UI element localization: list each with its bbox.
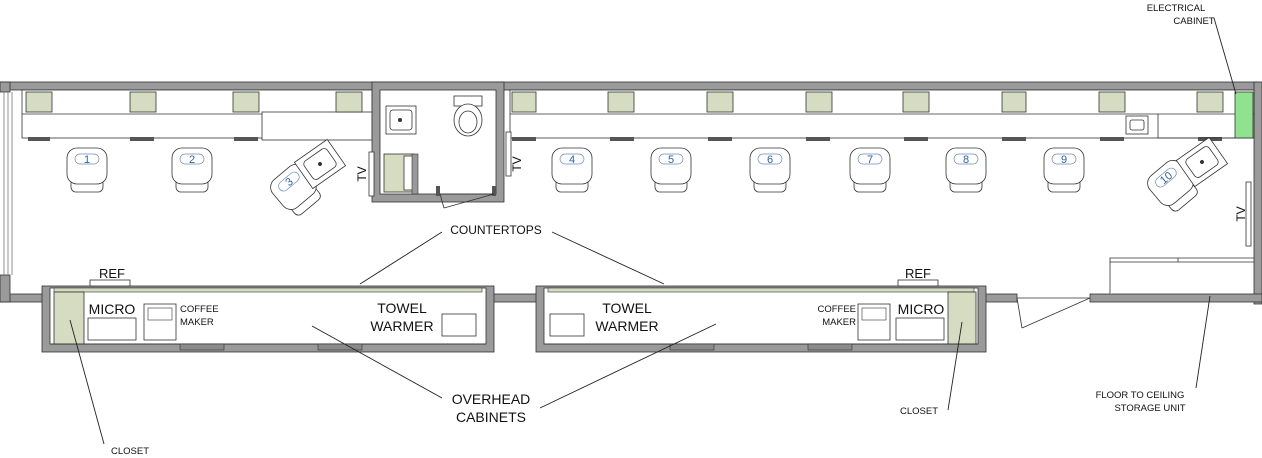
towel-right-box — [549, 313, 585, 337]
corner-sink-right — [1175, 136, 1229, 188]
seat-10: 10 — [1147, 159, 1198, 212]
galley-right — [535, 279, 987, 353]
closet-right-label: CLOSET — [900, 406, 938, 417]
coffee-left-box — [143, 303, 177, 341]
towel-right-label-1: TOWEL — [602, 300, 652, 316]
closet-left-label: CLOSET — [111, 446, 149, 457]
top-counter-left — [21, 89, 373, 141]
seat-8: 8 — [945, 147, 987, 193]
tv-label-2: TV — [510, 156, 524, 171]
ref-right-box — [897, 279, 939, 287]
seat-number-4: 4 — [569, 154, 575, 166]
right-small-sink — [1125, 115, 1149, 135]
ref-left-box — [89, 279, 131, 287]
left-wall-top — [0, 81, 11, 93]
overhead-label-2: CABINETS — [456, 409, 526, 425]
restroom-door — [439, 193, 495, 209]
towel-left-label-2: WARMER — [370, 318, 433, 334]
coffee-right-label-2: MAKER — [822, 317, 856, 328]
tv-label-1: TV — [355, 166, 369, 181]
toilet-icon — [453, 95, 483, 137]
seat-5: 5 — [650, 147, 692, 193]
storage-unit — [1109, 257, 1254, 294]
storage-label-1: FLOOR TO CEILING — [1096, 390, 1185, 401]
seat-number-2: 2 — [189, 154, 195, 166]
seat-4: 4 — [551, 147, 593, 193]
towel-left-box — [441, 313, 477, 337]
towel-right-label-2: WARMER — [595, 318, 658, 334]
leader-lines — [69, 17, 1237, 445]
seat-number-5: 5 — [668, 154, 674, 166]
micro-right-box — [895, 317, 945, 341]
seat-number-9: 9 — [1061, 154, 1067, 166]
closet-right-box — [947, 291, 977, 345]
ref-right-label: REF — [905, 266, 931, 281]
seat-1: 1 — [66, 147, 108, 193]
tv-panels — [368, 131, 1252, 247]
micro-left-box — [87, 317, 137, 341]
overhead-label-1: OVERHEAD — [452, 391, 531, 407]
left-wall-bottom — [0, 274, 11, 303]
countertops-label: COUNTERTOPS — [450, 223, 542, 237]
electrical-label-2: CABINET — [1173, 16, 1214, 27]
electrical-label-1: ELECTRICAL — [1147, 3, 1206, 14]
corner-sink-left — [293, 138, 347, 190]
seat-number-6: 6 — [767, 154, 773, 166]
bottom-wall-far-right — [1089, 293, 1262, 303]
tv-label-3: TV — [1234, 206, 1248, 221]
bottom-wall-right — [984, 293, 1018, 303]
electrical-cabinet — [1234, 91, 1254, 139]
towel-left-label-1: TOWEL — [377, 300, 427, 316]
top-cabinet-blocks — [25, 91, 1224, 113]
coffee-right-box — [857, 303, 891, 341]
seat-9: 9 — [1043, 147, 1085, 193]
seat-7: 7 — [849, 147, 891, 193]
coffee-left-label-2: MAKER — [180, 317, 214, 328]
seat-2: 2 — [171, 147, 213, 193]
left-window — [3, 92, 13, 275]
seat-number-1: 1 — [84, 154, 90, 166]
storage-label-2: STORAGE UNIT — [1114, 403, 1185, 414]
coffee-right-label-1: COFFEE — [817, 304, 856, 315]
seat-number-8: 8 — [963, 154, 969, 166]
closet-left-box — [53, 291, 85, 345]
seat-6: 6 — [749, 147, 791, 193]
right-corner-counter — [1157, 114, 1235, 139]
micro-left-label: MICRO — [89, 301, 136, 317]
bottom-wall-mid — [492, 293, 539, 303]
entry-door — [1016, 297, 1091, 329]
ref-left-label: REF — [99, 266, 125, 281]
seat-number-7: 7 — [867, 154, 873, 166]
galley-left — [41, 279, 495, 353]
annotations: ELECTRICAL CABINET COUNTERTOPS OVERHEAD … — [89, 3, 1215, 457]
restroom — [371, 81, 505, 209]
right-wall — [1253, 81, 1262, 305]
micro-right-label: MICRO — [898, 301, 945, 317]
coffee-left-label-1: COFFEE — [180, 304, 219, 315]
top-wall — [0, 81, 1259, 91]
